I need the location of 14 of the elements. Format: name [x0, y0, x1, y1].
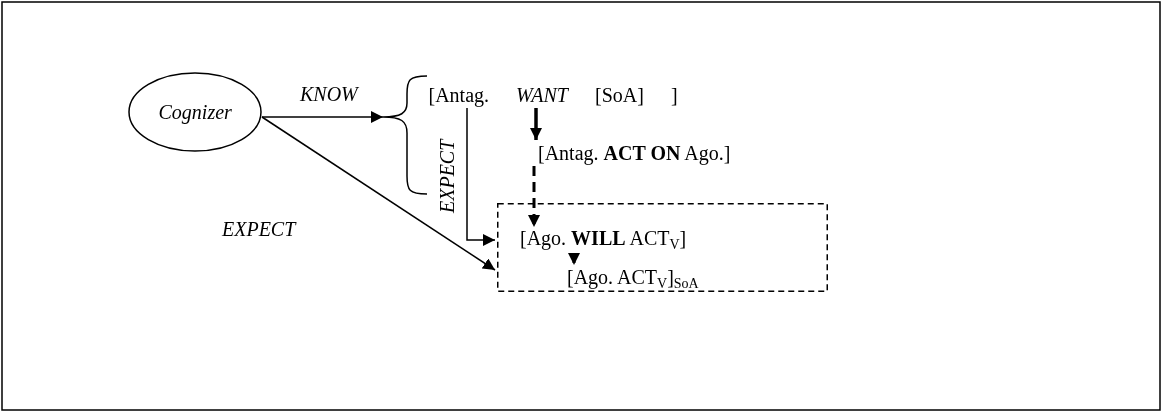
node-label: Cognizer — [158, 102, 232, 122]
edge-label: EXPECT — [222, 219, 296, 239]
bracketed-expression: [Ago. WILL ACT$_{V}$] — [520, 228, 687, 252]
bracketed-expression: [Ago. ACT$_{V}$]$_{SoA}$ — [567, 267, 699, 291]
bracketed-expression: [Antag. WANT [SoA] ] — [428, 85, 678, 105]
edge-label: KNOW — [300, 84, 358, 104]
edge-label: EXPECT — [437, 139, 457, 213]
arrow — [261, 111, 384, 123]
arrow — [466, 107, 496, 246]
arrow — [528, 166, 540, 227]
arrow — [568, 253, 580, 265]
arrow — [530, 108, 542, 140]
arrow — [261, 116, 496, 271]
bracketed-expression: [Antag. ACT ON Ago.] — [538, 143, 731, 163]
